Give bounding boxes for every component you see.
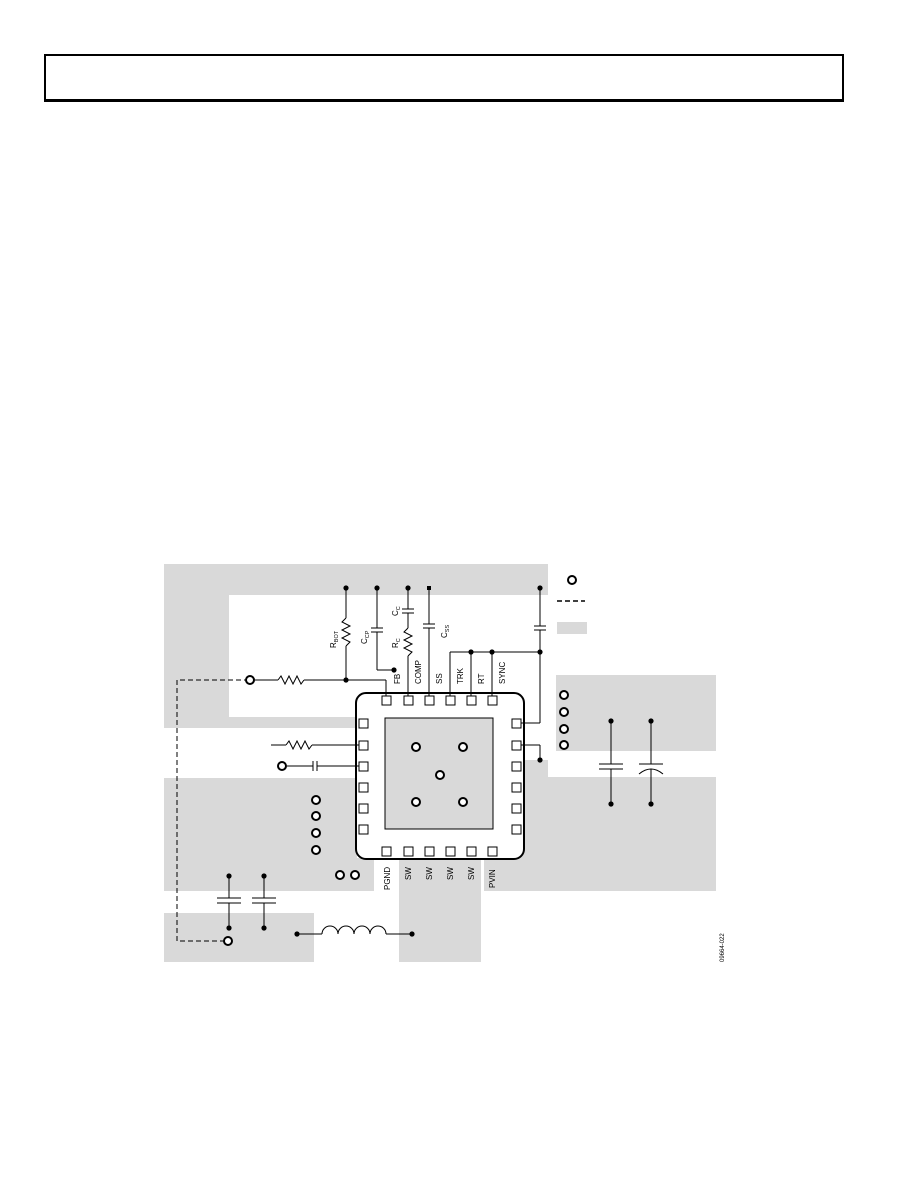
pin-label-sw: SW — [425, 867, 434, 880]
junction-dots — [226, 585, 654, 937]
via-icon — [559, 707, 569, 717]
legend-shaded-swatch — [557, 622, 587, 634]
pad-bottom — [424, 846, 435, 857]
plane-top-left — [164, 564, 548, 728]
pad-right — [511, 803, 522, 814]
via-icon — [559, 690, 569, 700]
legend-via-icon — [567, 575, 577, 585]
pad-left — [358, 782, 369, 793]
pad-right — [511, 740, 522, 751]
via-icon — [223, 936, 233, 946]
plane-left-middle — [164, 778, 374, 891]
vias — [223, 575, 577, 946]
ic-package — [355, 692, 525, 860]
pin-label-pgnd: PGND — [383, 867, 392, 890]
pad-bottom — [487, 846, 498, 857]
pad-bottom — [381, 846, 392, 857]
ic-pads — [358, 695, 522, 857]
pin-label-rt: RT — [477, 673, 486, 684]
cc-label: CC — [391, 606, 402, 616]
pin-label-trk: TRK — [456, 667, 465, 684]
pin-label-sw: SW — [404, 867, 413, 880]
via-icon — [559, 724, 569, 734]
vout-sense-terminal-icon — [245, 675, 255, 685]
inductor — [321, 925, 387, 935]
sense-trace-dashed — [176, 679, 249, 942]
rtop-resistor — [277, 674, 305, 686]
via-icon — [311, 811, 321, 821]
rbot-label: RBOT — [329, 630, 340, 648]
via-icon — [559, 740, 569, 750]
pad-bottom — [445, 846, 456, 857]
via-icon — [277, 761, 287, 771]
pin-label-fb: FB — [393, 674, 402, 684]
pad-top — [445, 695, 456, 706]
pin-labels-top: FB COMP SS TRK RT SYNC — [393, 660, 507, 684]
via-icon — [335, 870, 345, 880]
via-icon — [458, 797, 468, 807]
rbot-resistor — [340, 617, 352, 647]
pin-labels-bottom: PGND SW SW SW SW PVIN — [383, 867, 497, 890]
pin-label-sw: SW — [446, 867, 455, 880]
left-resistor — [285, 739, 313, 751]
pad-right — [511, 718, 522, 729]
pad-top — [487, 695, 498, 706]
pad-top — [424, 695, 435, 706]
copper-planes — [164, 564, 716, 962]
pad-bottom — [466, 846, 477, 857]
ccp-label: CCP — [360, 630, 371, 644]
pin-label-sync: SYNC — [498, 662, 507, 684]
css-label: CSS — [440, 625, 451, 638]
pad-top — [403, 695, 414, 706]
via-icon — [458, 742, 468, 752]
pad-top — [381, 695, 392, 706]
pad-left — [358, 803, 369, 814]
pin-label-sw: SW — [467, 867, 476, 880]
via-icon — [411, 742, 421, 752]
plane-right-lower — [484, 760, 716, 891]
header-frame — [44, 54, 844, 102]
component-labels: RBOT CCP CC RC CSS — [329, 606, 451, 648]
via-icon — [435, 770, 445, 780]
pad-right — [511, 782, 522, 793]
pad-right — [511, 824, 522, 835]
pad-left — [358, 824, 369, 835]
rc-resistor — [402, 627, 414, 657]
thermal-vias — [411, 742, 468, 807]
pin-label-comp: COMP — [414, 660, 423, 684]
plane-right-upper — [556, 675, 716, 751]
pad-top — [466, 695, 477, 706]
pad-left — [358, 761, 369, 772]
pad-left — [358, 740, 369, 751]
via-icon — [311, 828, 321, 838]
rc-label: RC — [391, 638, 402, 648]
plane-sw — [399, 858, 481, 962]
via-icon — [350, 870, 360, 880]
figure-id: 09664-022 — [720, 933, 726, 962]
pad-left — [358, 718, 369, 729]
pin-label-pvin: PVIN — [488, 869, 497, 888]
via-icon — [411, 797, 421, 807]
pin-label-ss: SS — [435, 673, 444, 684]
via-icon — [311, 845, 321, 855]
via-icon — [311, 795, 321, 805]
plane-bottom-left — [164, 913, 314, 962]
pad-right — [511, 761, 522, 772]
pad-bottom — [403, 846, 414, 857]
